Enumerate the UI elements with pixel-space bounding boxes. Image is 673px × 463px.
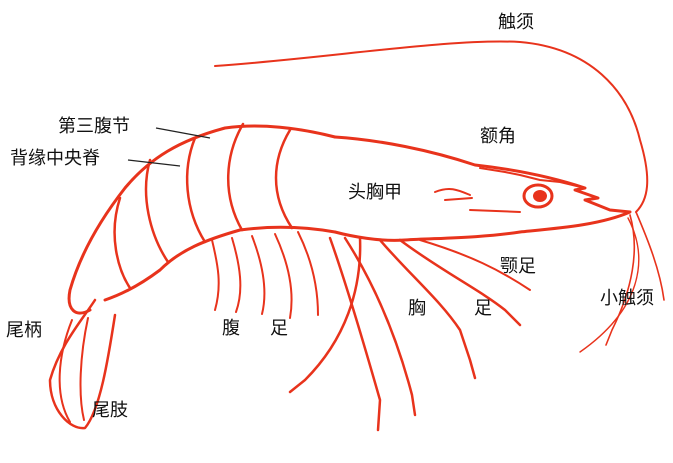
label-maxilliped: 颚足: [500, 258, 536, 276]
segment-line-3: [187, 138, 205, 242]
uropod-shape: [60, 318, 88, 422]
label-third-abdominal-segment: 第三腹节: [58, 118, 130, 136]
segment-line-5: [115, 198, 130, 288]
label-walking-legs-2: 足: [474, 300, 492, 318]
segment-line-2: [228, 124, 243, 230]
abdomen-dorsal: [69, 126, 335, 313]
segment-line-4: [146, 160, 168, 262]
label-swimmerets-2: 足: [270, 320, 288, 338]
segment-line-1: [276, 130, 292, 228]
label-dorsal-ridge: 背缘中央脊: [10, 150, 100, 168]
label-carapace: 头胸甲: [348, 184, 402, 202]
label-uropod: 尾肢: [92, 402, 128, 420]
label-antennule: 小触须: [600, 290, 654, 308]
antenna-line-2: [636, 212, 664, 300]
label-walking-legs-1: 胸: [408, 300, 426, 318]
carapace-groove: [435, 189, 520, 212]
swimmerets: [212, 232, 318, 318]
label-swimmerets-1: 腹: [222, 320, 240, 338]
eye-pupil: [533, 190, 547, 202]
label-rostrum: 额角: [480, 128, 516, 146]
label-telson: 尾柄: [6, 322, 42, 340]
walking-legs: [290, 238, 530, 430]
leader-third-segment: [156, 128, 210, 138]
label-antenna: 触须: [498, 14, 534, 32]
